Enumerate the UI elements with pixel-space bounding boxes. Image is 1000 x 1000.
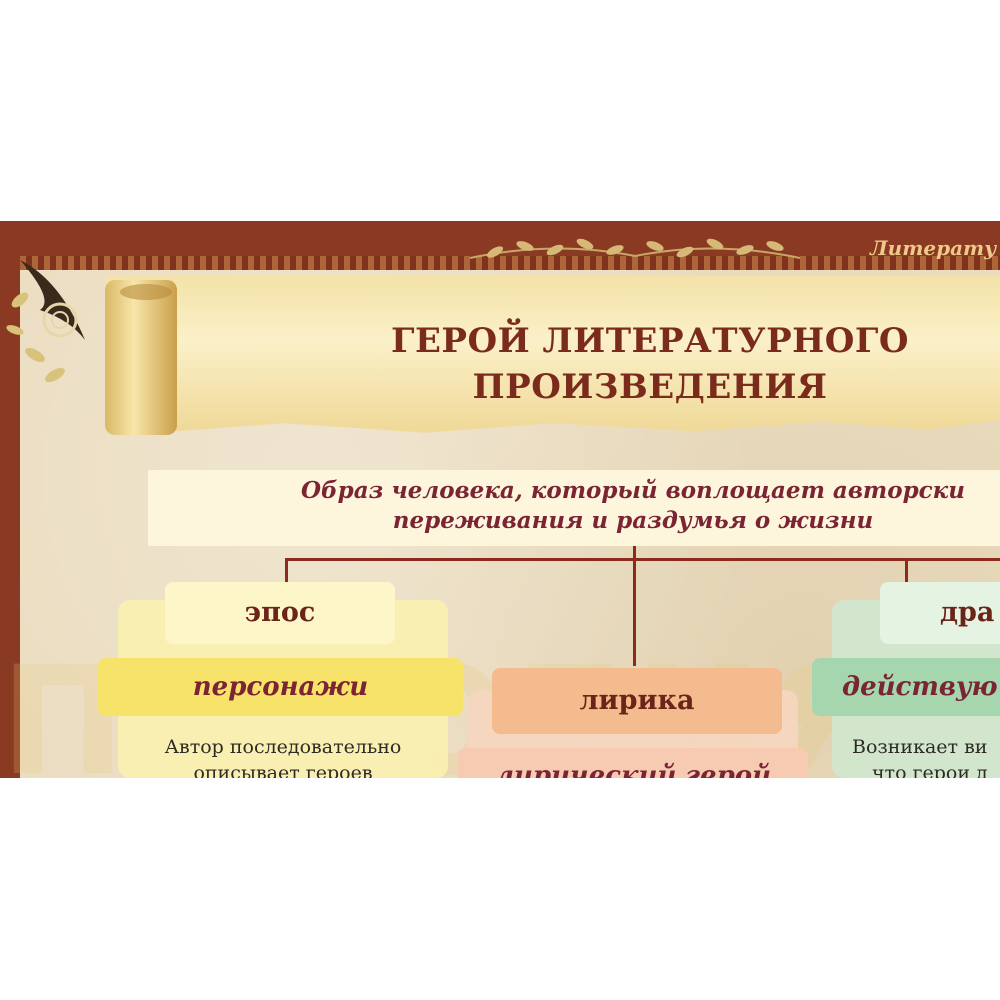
- connector-left: [285, 558, 288, 582]
- hero-label-epos: персонажи: [192, 672, 369, 702]
- quill-ornament-icon: [6, 260, 85, 382]
- frame-border-pattern: [20, 256, 1000, 274]
- hero-band-lyrics: лирический герой: [458, 748, 808, 778]
- title-line-2: ПРОИЗВЕДЕНИЯ: [472, 367, 828, 407]
- genre-label-lyrics: лирика: [579, 685, 695, 716]
- desc-epos-line-2: описывает героев: [193, 762, 373, 778]
- desc-drama: Возникает ви что герои д: [836, 734, 1000, 778]
- title-line-1: ГЕРОЙ ЛИТЕРАТУРНОГО: [391, 321, 909, 361]
- genre-label-drama: дра: [940, 597, 995, 628]
- definition-box: [148, 470, 1000, 546]
- connector-horizontal: [285, 558, 1000, 561]
- scroll-roll-end: [120, 284, 172, 300]
- genre-tab-epos: эпос: [165, 582, 395, 644]
- desc-drama-line-2: что герои д: [872, 762, 988, 778]
- desc-epos-line-1: Автор последовательно: [164, 736, 402, 758]
- hero-label-drama: действую: [842, 672, 998, 702]
- connector-right: [905, 558, 908, 582]
- genre-tab-drama: дра: [880, 582, 1000, 644]
- page-title: ГЕРОЙ ЛИТЕРАТУРНОГО ПРОИЗВЕДЕНИЯ: [300, 318, 1000, 410]
- hero-label-lyrics: лирический герой: [494, 761, 772, 778]
- hero-band-drama: действую: [812, 658, 1000, 716]
- genre-label-epos: эпос: [244, 597, 316, 628]
- connector-trunk: [633, 546, 636, 666]
- laurel-ornament-icon: [469, 238, 801, 259]
- definition-line-2: переживания и раздумья о жизни: [392, 507, 874, 534]
- desc-drama-line-1: Возникает ви: [852, 736, 988, 758]
- definition-text: Образ человека, который воплощает авторс…: [248, 476, 1000, 536]
- hero-band-epos: персонажи: [98, 658, 463, 716]
- desc-epos: Автор последовательно описывает героев: [118, 734, 448, 778]
- poster-viewport: Литерату ГЕРОЙ ЛИТЕРАТУРНОГО ПРОИЗВЕДЕНИ…: [0, 221, 1000, 778]
- genre-tab-lyrics: лирика: [492, 668, 782, 734]
- title-scroll: [105, 276, 1000, 433]
- series-label: Литерату: [870, 236, 997, 260]
- definition-line-1: Образ человека, который воплощает авторс…: [301, 477, 965, 504]
- scroll-roll: [105, 280, 177, 435]
